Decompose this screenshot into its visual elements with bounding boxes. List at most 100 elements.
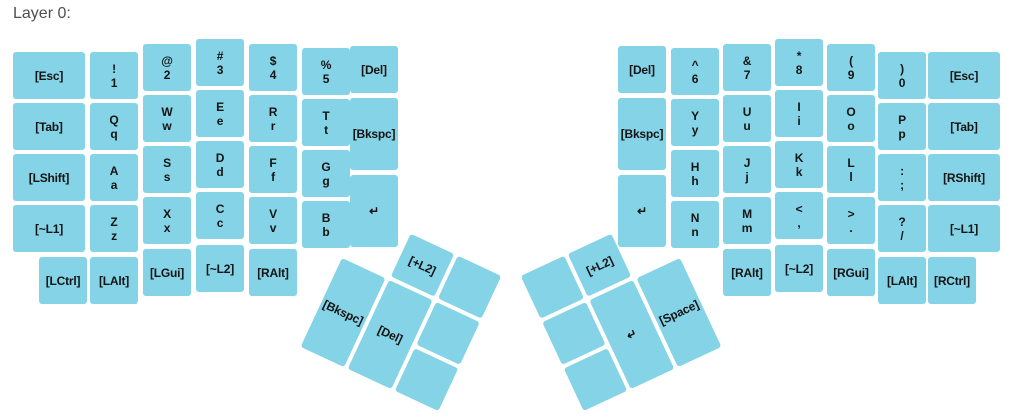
key-r-9: (9 — [827, 44, 875, 91]
key-legend: C — [215, 201, 225, 216]
key-r-rctrl: [RCtrl] — [928, 257, 976, 304]
key-r-6: ^6 — [671, 48, 719, 95]
key-l-lctrl: [LCtrl] — [39, 257, 87, 304]
key-legend: M — [742, 206, 752, 221]
key-legend: N — [690, 210, 700, 225]
key-legend: [Space] — [656, 297, 701, 328]
key-legend: [LAlt] — [98, 273, 130, 288]
key-legend: u — [743, 118, 751, 133]
key-legend: U — [742, 104, 752, 119]
key-legend: i — [797, 113, 801, 128]
key-legend: F — [269, 155, 277, 170]
key-legend: 4 — [269, 67, 277, 82]
key-legend: [~L1] — [34, 221, 63, 236]
key-legend: [LAlt] — [886, 273, 918, 288]
key-l-layer1: [~L1] — [13, 205, 85, 252]
key-legend: : — [900, 163, 904, 178]
key-legend: [LShift] — [28, 170, 70, 185]
key-l-ralt: [RAlt] — [249, 249, 297, 296]
key-legend: n — [691, 224, 699, 239]
layer-title: Layer 0: — [13, 5, 71, 22]
key-legend: v — [269, 220, 277, 235]
key-legend: E — [216, 99, 224, 114]
key-legend: w — [162, 118, 172, 133]
key-legend: J — [743, 155, 751, 170]
key-legend: V — [269, 206, 277, 221]
key-legend: $ — [269, 53, 277, 68]
key-legend: [Bkspc] — [352, 127, 396, 141]
key-r-ralt: [RAlt] — [723, 249, 771, 296]
key-legend: ; — [900, 177, 904, 192]
key-legend: 2 — [163, 67, 171, 82]
key-legend: [Esc] — [34, 68, 64, 83]
key-legend: ? — [898, 214, 906, 229]
key-legend: ↵ — [624, 326, 640, 343]
key-legend: g — [322, 173, 330, 188]
key-r-tab: [Tab] — [928, 103, 1000, 150]
key-legend: 5 — [322, 71, 330, 86]
key-r-layer1: [~L1] — [928, 205, 1000, 252]
key-l-bkspc: [Bkspc] — [350, 98, 398, 170]
key-legend: [+L2] — [583, 252, 616, 278]
key-r-layer2: [~L2] — [775, 245, 823, 292]
key-l-3: #3 — [196, 39, 244, 86]
key-r-slash: ?/ — [878, 205, 926, 252]
key-legend: [~L1] — [949, 221, 978, 236]
key-legend: ! — [112, 61, 116, 76]
key-r-semicolon: :; — [878, 154, 926, 201]
key-legend: [Esc] — [949, 68, 979, 83]
key-legend: > — [847, 206, 855, 221]
key-legend: [RAlt] — [731, 265, 763, 280]
key-legend: & — [742, 53, 752, 68]
key-r-7: &7 — [723, 44, 771, 91]
key-legend: [Del] — [629, 62, 655, 77]
key-legend: Q — [109, 112, 119, 127]
key-legend: r — [270, 118, 276, 133]
key-legend: % — [320, 57, 332, 72]
key-legend: < — [795, 201, 803, 216]
key-legend: p — [898, 126, 906, 141]
key-legend: [+L2] — [406, 252, 439, 278]
key-legend: ) — [900, 61, 904, 76]
key-l-5: %5 — [302, 48, 350, 95]
key-legend: 0 — [898, 75, 906, 90]
key-legend: b — [322, 224, 330, 239]
key-legend: G — [321, 159, 331, 174]
key-r-lalt: [LAlt] — [878, 257, 926, 304]
key-legend: W — [161, 104, 173, 119]
key-legend: . — [849, 220, 853, 235]
key-legend: [RAlt] — [257, 265, 289, 280]
key-legend: 9 — [847, 67, 855, 82]
key-legend: Z — [110, 214, 118, 229]
key-legend: B — [321, 210, 331, 225]
key-legend: o — [847, 118, 855, 133]
key-legend: e — [216, 113, 224, 128]
key-r-rgui: [RGui] — [827, 249, 875, 296]
key-legend: L — [847, 155, 855, 170]
key-legend: c — [216, 215, 224, 230]
key-legend: [Tab] — [950, 119, 978, 134]
key-legend: ↵ — [637, 204, 647, 218]
key-legend: l — [849, 169, 853, 184]
key-legend: ↵ — [369, 204, 379, 218]
key-l-tab: [Tab] — [13, 103, 85, 150]
key-legend: h — [691, 173, 699, 188]
key-legend: ( — [849, 53, 853, 68]
key-legend: [LCtrl] — [45, 273, 81, 288]
key-legend: [RShift] — [943, 170, 985, 185]
key-legend: [Bkspc] — [620, 127, 664, 141]
key-legend: 1 — [110, 75, 118, 90]
key-legend: S — [163, 155, 171, 170]
